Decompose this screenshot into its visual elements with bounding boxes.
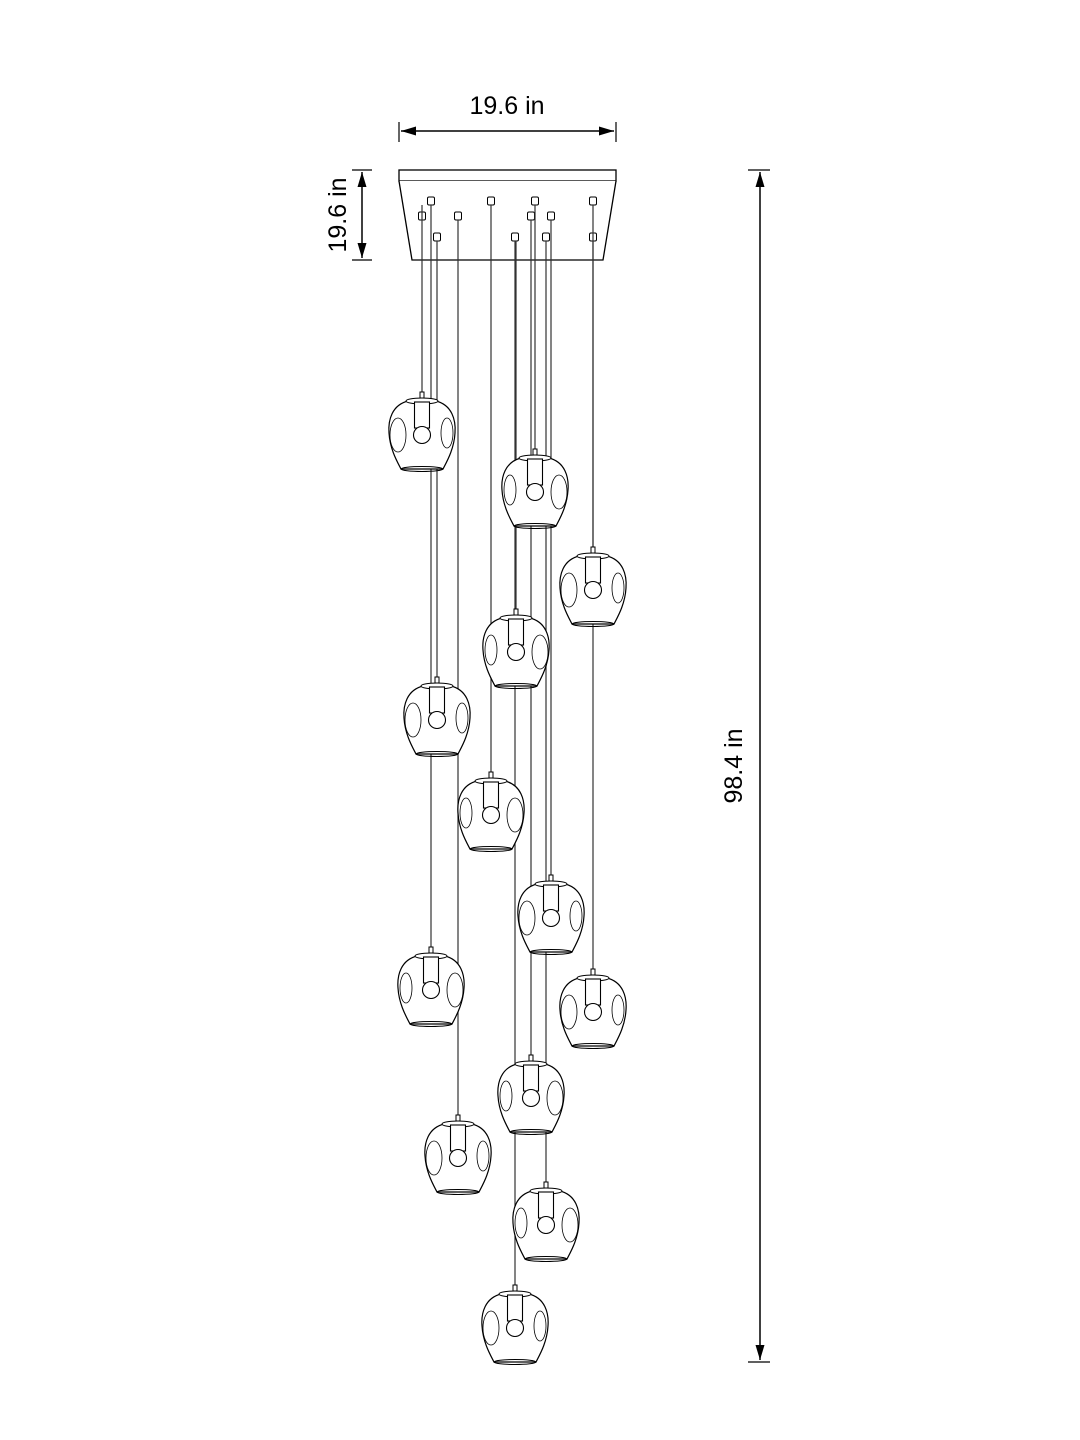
canopy-height-dimension: 19.6 in [324, 169, 372, 261]
socket [542, 884, 560, 912]
dimple [459, 797, 473, 829]
bulb [505, 1318, 525, 1338]
dimple [569, 900, 583, 932]
wire-connector [527, 211, 535, 221]
wire-connector [427, 196, 435, 206]
bulb [541, 908, 561, 928]
socket [449, 1124, 467, 1152]
dimple [446, 972, 464, 1008]
bulb [481, 805, 501, 825]
pendants [388, 391, 627, 1365]
dimple [389, 417, 407, 453]
wire-connector [433, 232, 441, 242]
wire-connector [542, 232, 550, 242]
pendant-light [559, 546, 627, 627]
socket [428, 686, 446, 714]
pendant-light [457, 771, 525, 852]
bulb [583, 580, 603, 600]
wire-connector [511, 232, 519, 242]
dimple [533, 1310, 547, 1342]
bulb [525, 482, 545, 502]
dimple [404, 702, 422, 738]
width-dimension: 19.6 in [398, 92, 617, 142]
bulb [427, 710, 447, 730]
overall-height-dimension: 98.4 in [720, 169, 770, 1363]
socket [537, 1191, 555, 1219]
dimple [561, 1207, 579, 1243]
pendant-light [388, 391, 456, 472]
pendant-light [517, 874, 585, 955]
dimple [503, 474, 517, 506]
bulb [506, 642, 526, 662]
pendant-light [424, 1114, 492, 1195]
wire-connector [487, 196, 495, 206]
canopy-height-label: 19.6 in [324, 177, 352, 252]
dimple [546, 1080, 564, 1116]
dimple [425, 1140, 443, 1176]
socket [413, 401, 431, 429]
dimple [506, 797, 524, 833]
dimple [399, 972, 413, 1004]
width-label: 19.6 in [469, 92, 544, 120]
dimple [550, 474, 568, 510]
socket [507, 618, 525, 646]
bulb [521, 1088, 541, 1108]
canopy [398, 169, 617, 261]
dimple [482, 1310, 500, 1346]
socket [584, 556, 602, 584]
bulb [536, 1215, 556, 1235]
dimple [440, 417, 454, 449]
bulb [412, 425, 432, 445]
overall-height-label: 98.4 in [720, 728, 748, 803]
socket [506, 1294, 524, 1322]
socket [482, 781, 500, 809]
pendant-light [512, 1181, 580, 1262]
pendant-light [403, 676, 471, 757]
wire-connector [589, 196, 597, 206]
pendant-light [497, 1054, 565, 1135]
bulb [421, 980, 441, 1000]
dimple [499, 1080, 513, 1112]
socket [584, 978, 602, 1006]
dimple [514, 1207, 528, 1239]
pendant-light [481, 1284, 549, 1365]
wire-connector [454, 211, 462, 221]
wire-connector [547, 211, 555, 221]
pendant-light [397, 946, 465, 1027]
socket [522, 1064, 540, 1092]
dimple [476, 1140, 490, 1172]
dimple [484, 634, 498, 666]
socket [422, 956, 440, 984]
bulb [583, 1002, 603, 1022]
dimple [560, 994, 578, 1030]
dimple [611, 572, 625, 604]
bulb [448, 1148, 468, 1168]
socket [526, 458, 544, 486]
dimple [560, 572, 578, 608]
dimple [611, 994, 625, 1026]
wire-connector [531, 196, 539, 206]
dimple [518, 900, 536, 936]
pendant-light [482, 608, 550, 689]
pendant-light [501, 448, 569, 529]
pendant-light [559, 968, 627, 1049]
dimple [531, 634, 549, 670]
dimple [455, 702, 469, 734]
